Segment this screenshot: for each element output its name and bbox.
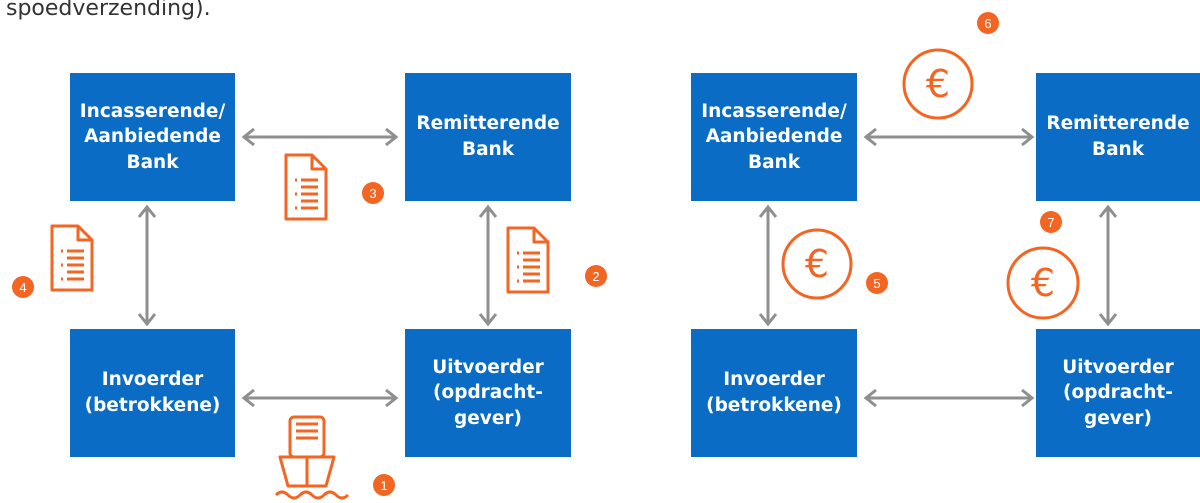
arrow-vertical-right	[478, 204, 498, 327]
step-badge: 6	[977, 12, 999, 34]
arrow-bottom-right	[863, 388, 1035, 408]
step-badge: 2	[585, 265, 607, 287]
intro-text: spoedverzending).	[6, 0, 211, 21]
ship-icon	[274, 415, 350, 500]
euro-coin-icon: €	[1006, 246, 1080, 320]
arrow-top-right	[863, 127, 1035, 147]
svg-text:€: €	[926, 62, 950, 106]
arrow-vertical-right-left	[758, 204, 778, 327]
step-badge: 4	[12, 276, 34, 298]
document-icon	[50, 224, 94, 292]
euro-coin-icon: €	[902, 48, 974, 120]
svg-text:€: €	[1031, 261, 1055, 305]
box-invoerder: Invoerder (betrokkene)	[70, 329, 235, 457]
step-badge: 5	[866, 272, 888, 294]
step-badge: 3	[362, 182, 384, 204]
svg-text:€: €	[805, 242, 829, 286]
document-icon	[506, 226, 550, 294]
box-incasserende-bank: Incasserende/ Aanbiedende Bank	[691, 73, 857, 201]
arrow-vertical-right-right	[1098, 204, 1118, 327]
arrow-vertical-left	[137, 204, 157, 327]
arrow-bottom-left	[241, 388, 399, 408]
box-invoerder: Invoerder (betrokkene)	[691, 329, 857, 457]
box-remitterende-bank: Remitterende Bank	[405, 73, 571, 201]
box-incasserende-bank: Incasserende/ Aanbiedende Bank	[70, 73, 235, 201]
arrow-top-left	[241, 127, 399, 147]
step-badge: 7	[1040, 211, 1062, 233]
euro-coin-icon: €	[781, 228, 853, 300]
box-uitvoerder: Uitvoerder (opdracht- gever)	[405, 329, 571, 457]
step-badge: 1	[373, 474, 395, 496]
document-icon	[284, 153, 328, 221]
box-remitterende-bank: Remitterende Bank	[1036, 73, 1200, 201]
box-uitvoerder: Uitvoerder (opdracht- gever)	[1036, 329, 1200, 457]
